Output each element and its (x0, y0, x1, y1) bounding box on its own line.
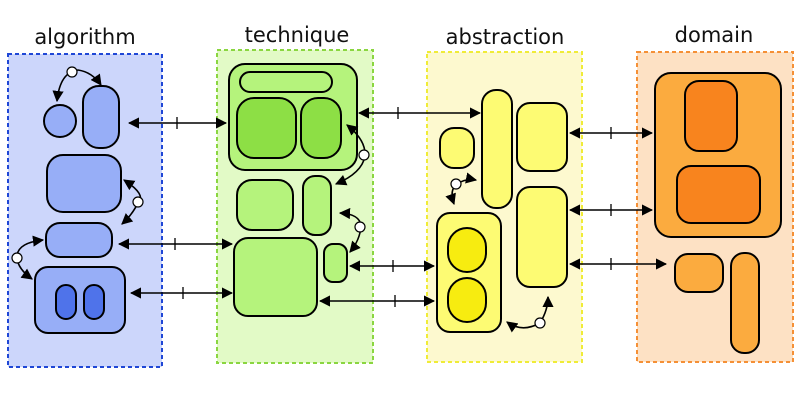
algorithm-loop-top (52, 69, 102, 103)
abstraction-inner-upper (447, 227, 487, 273)
domain-title: domain (675, 23, 754, 47)
abstraction-right-lower (516, 186, 568, 288)
algorithm-inner-pill-right (83, 284, 105, 320)
domain-inner-lower (676, 165, 761, 224)
algorithm-circle-block (43, 104, 77, 138)
domain-inner-upper (684, 80, 738, 152)
domain-tall-block (730, 252, 760, 354)
algorithm-title: algorithm (34, 25, 135, 49)
technique-inner-left (236, 97, 297, 159)
algorithm-inner-pill-left (55, 284, 77, 320)
algorithm-wide-block (45, 222, 113, 258)
technique-loop-top-knob (358, 149, 370, 161)
algorithm-column: algorithm (7, 25, 163, 368)
algorithm-loop-right-knob (132, 196, 144, 208)
cross-connectors (117, 107, 668, 307)
technique-narrow-block (302, 175, 332, 236)
abstraction-tall-block (481, 89, 513, 209)
technique-header-pill (239, 71, 333, 93)
technique-medium-block (236, 179, 294, 231)
algorithm-container-block (34, 266, 126, 334)
technique-loop-bottom-knob (354, 221, 366, 233)
technique-column: technique (216, 23, 374, 364)
technique-large-block (233, 237, 318, 317)
domain-column: domain (636, 23, 794, 363)
domain-small-block (674, 253, 724, 293)
abstraction-loop-bottom-knob (534, 317, 546, 329)
technique-title: technique (245, 23, 350, 47)
algorithm-loop-top-knob (66, 66, 78, 78)
technique-inner-right (300, 97, 342, 159)
abstraction-small-block (439, 127, 475, 169)
abstraction-inner-lower (447, 277, 487, 323)
algorithm-tall-block (82, 85, 120, 149)
algorithm-loop-left-knob (11, 252, 23, 264)
technique-small-pill (323, 243, 348, 283)
algorithm-square-block (46, 154, 122, 213)
abstraction-loop-left-knob (450, 178, 462, 190)
abstraction-right-upper (516, 102, 568, 172)
abstraction-column: abstraction (426, 25, 583, 363)
abstraction-title: abstraction (446, 25, 565, 49)
